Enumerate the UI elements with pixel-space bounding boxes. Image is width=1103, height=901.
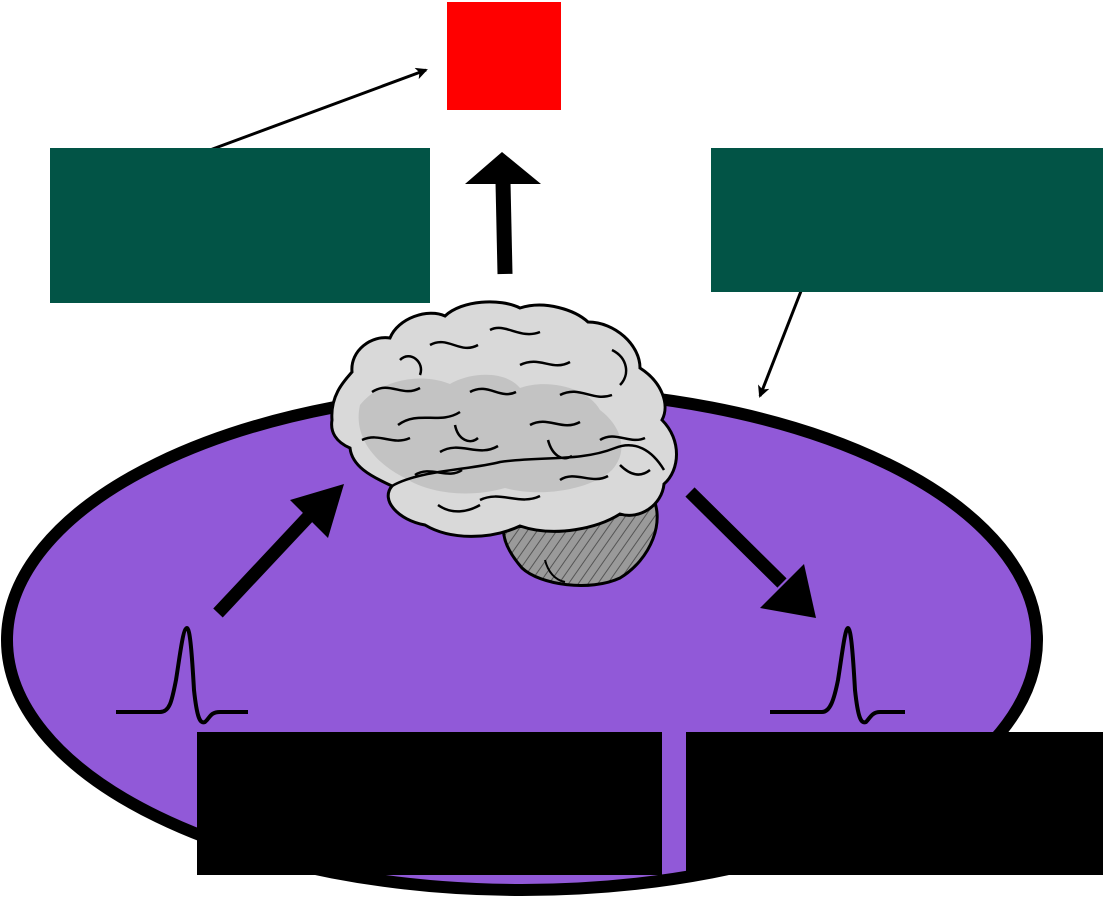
- left-to-red-arrow: [190, 67, 428, 159]
- output-arrow: [685, 487, 816, 618]
- right-ecg-spike-icon: [770, 625, 905, 725]
- top-red-box-label: [447, 2, 561, 110]
- top-red-box: [447, 2, 561, 110]
- bottom-left-box-label: [197, 732, 662, 875]
- right-green-box-label: [711, 148, 1103, 292]
- bottom-right-black-box: [686, 732, 1103, 875]
- bottom-right-box-label: [686, 732, 1103, 875]
- left-green-box-label: [50, 148, 430, 303]
- upward-arrow: [465, 152, 541, 275]
- left-ecg-spike-icon: [116, 625, 248, 725]
- right-green-box: [711, 148, 1103, 292]
- bottom-left-black-box: [197, 732, 662, 875]
- input-arrow: [213, 484, 344, 618]
- brain-icon: [330, 300, 678, 587]
- left-green-box: [50, 148, 430, 303]
